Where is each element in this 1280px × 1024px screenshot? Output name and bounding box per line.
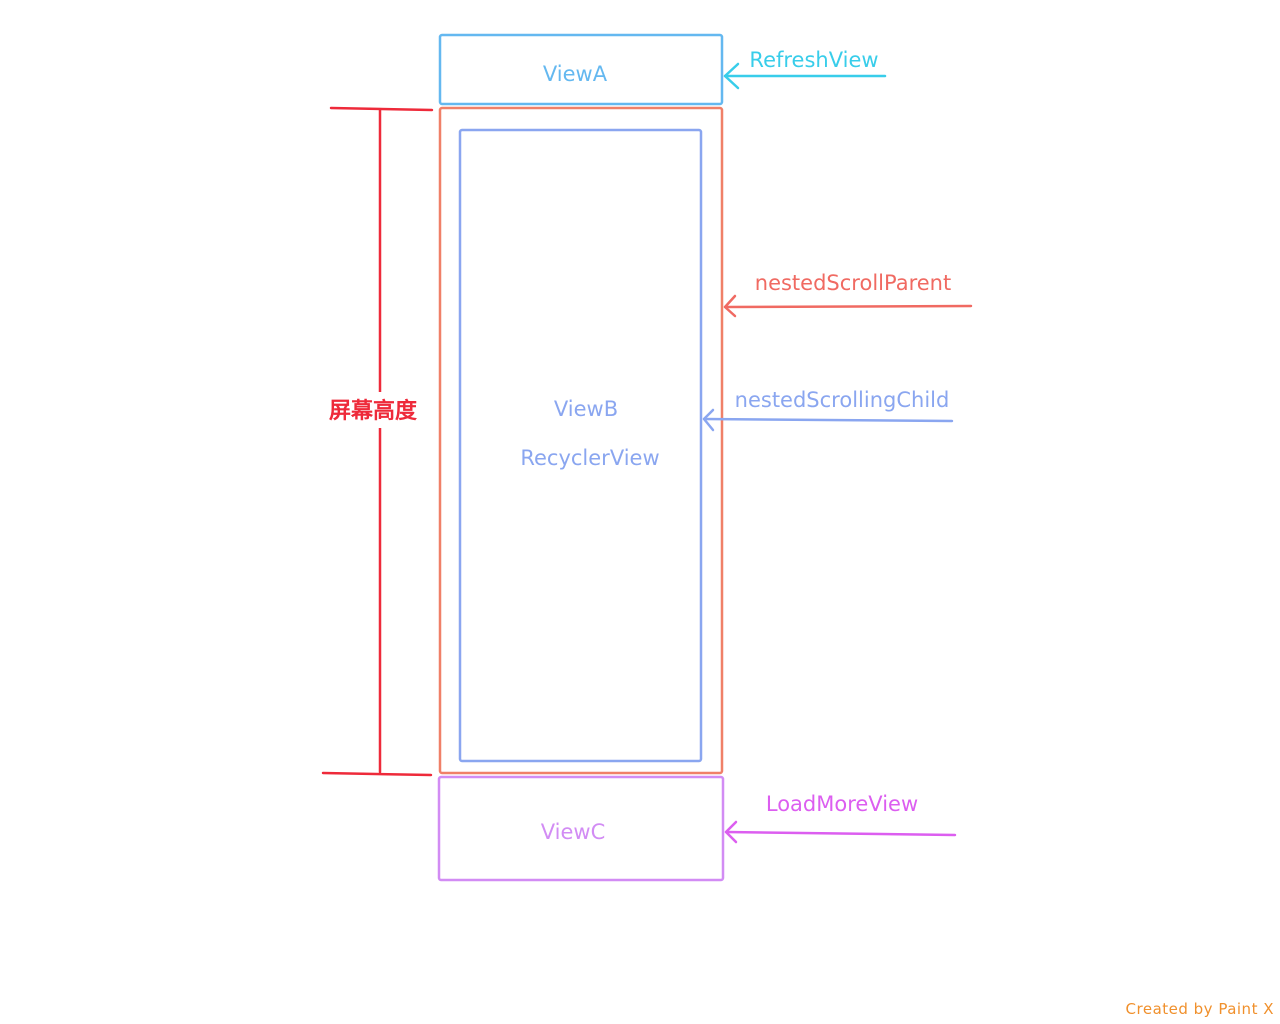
view-c-label: ViewC xyxy=(541,820,606,844)
screen-height-label-bg xyxy=(322,392,428,428)
recycler-view-label: RecyclerView xyxy=(520,446,659,470)
load-more-view-arrow xyxy=(724,820,957,844)
nested-scroll-parent-arrow xyxy=(723,294,973,318)
nested-scroll-parent-label: nestedScrollParent xyxy=(755,271,951,295)
nested-scroll-parent-box xyxy=(438,106,724,775)
view-b-label: ViewB xyxy=(554,397,618,421)
created-by-credit: Created by Paint X xyxy=(1125,1000,1274,1018)
screen-height-bracket xyxy=(321,106,434,777)
refresh-view-label: RefreshView xyxy=(749,48,878,72)
refresh-view-arrow xyxy=(723,62,887,90)
view-b-box xyxy=(458,128,703,763)
nested-scrolling-child-arrow xyxy=(702,408,954,432)
view-a-label: ViewA xyxy=(543,62,608,86)
nested-scrolling-child-label: nestedScrollingChild xyxy=(735,388,950,412)
load-more-view-label: LoadMoreView xyxy=(766,792,918,816)
view-c-box xyxy=(437,775,725,882)
screen-height-label: 屏幕高度 xyxy=(329,398,418,424)
view-a-box xyxy=(438,33,724,106)
